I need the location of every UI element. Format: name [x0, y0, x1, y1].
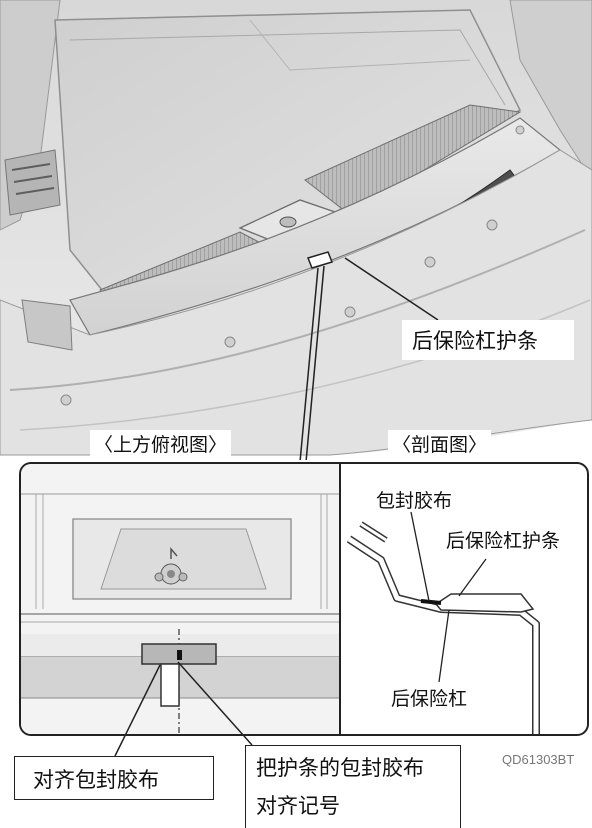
right-pillar [509, 0, 592, 181]
leader-bumper [438, 609, 450, 683]
section-label-protector: 后保险杠护条 [446, 526, 561, 553]
leader-to-detail-b [305, 265, 325, 460]
parking-sensor [424, 256, 436, 268]
parking-sensor [224, 336, 236, 348]
leader-to-detail-a [299, 267, 319, 460]
tape-section [420, 599, 442, 605]
section-drawing [346, 511, 540, 734]
rear-bumper-illustration [0, 0, 592, 460]
parking-sensor [486, 219, 498, 231]
left-reflector [21, 299, 73, 351]
callout-align-tape-box: 对齐包封胶布 [14, 756, 214, 800]
leader-line-protector [344, 257, 439, 321]
leader-protector [458, 558, 487, 597]
leader-tape [410, 511, 430, 602]
protector-tape-piece [160, 663, 180, 707]
parking-sensor [515, 125, 525, 135]
section-view-title: 〈剖面图〉 [388, 430, 492, 457]
section-label-tape: 包封胶布 [376, 490, 453, 512]
sill-plate-right [304, 104, 522, 216]
parking-sensor [344, 306, 356, 318]
alignment-mark [177, 650, 182, 660]
callout-align-mark-line2: 对齐记号 [256, 794, 340, 818]
callout-align-tape: 对齐包封胶布 [33, 768, 159, 792]
top-view-drawing [21, 464, 341, 734]
parking-sensor [60, 394, 72, 406]
callout-align-mark-box: 把护条的包封胶布 对齐记号 [245, 745, 461, 828]
protector-section [434, 593, 535, 613]
rear-bumper-protector-label: 后保险杠护条 [412, 329, 538, 353]
left-tail-light [4, 149, 61, 216]
section-label-bumper: 后保险杠 [391, 684, 468, 711]
top-view-panel [19, 462, 341, 736]
top-view-title: 〈上方俯视图〉 [90, 430, 232, 457]
alignment-marker [306, 251, 334, 269]
figure-code: QD61303BT [502, 752, 575, 767]
section-view-panel: 包封胶布 后保险杠护条 后保险杠 [339, 462, 589, 736]
callout-align-mark-line1: 把护条的包封胶布 [256, 756, 424, 780]
